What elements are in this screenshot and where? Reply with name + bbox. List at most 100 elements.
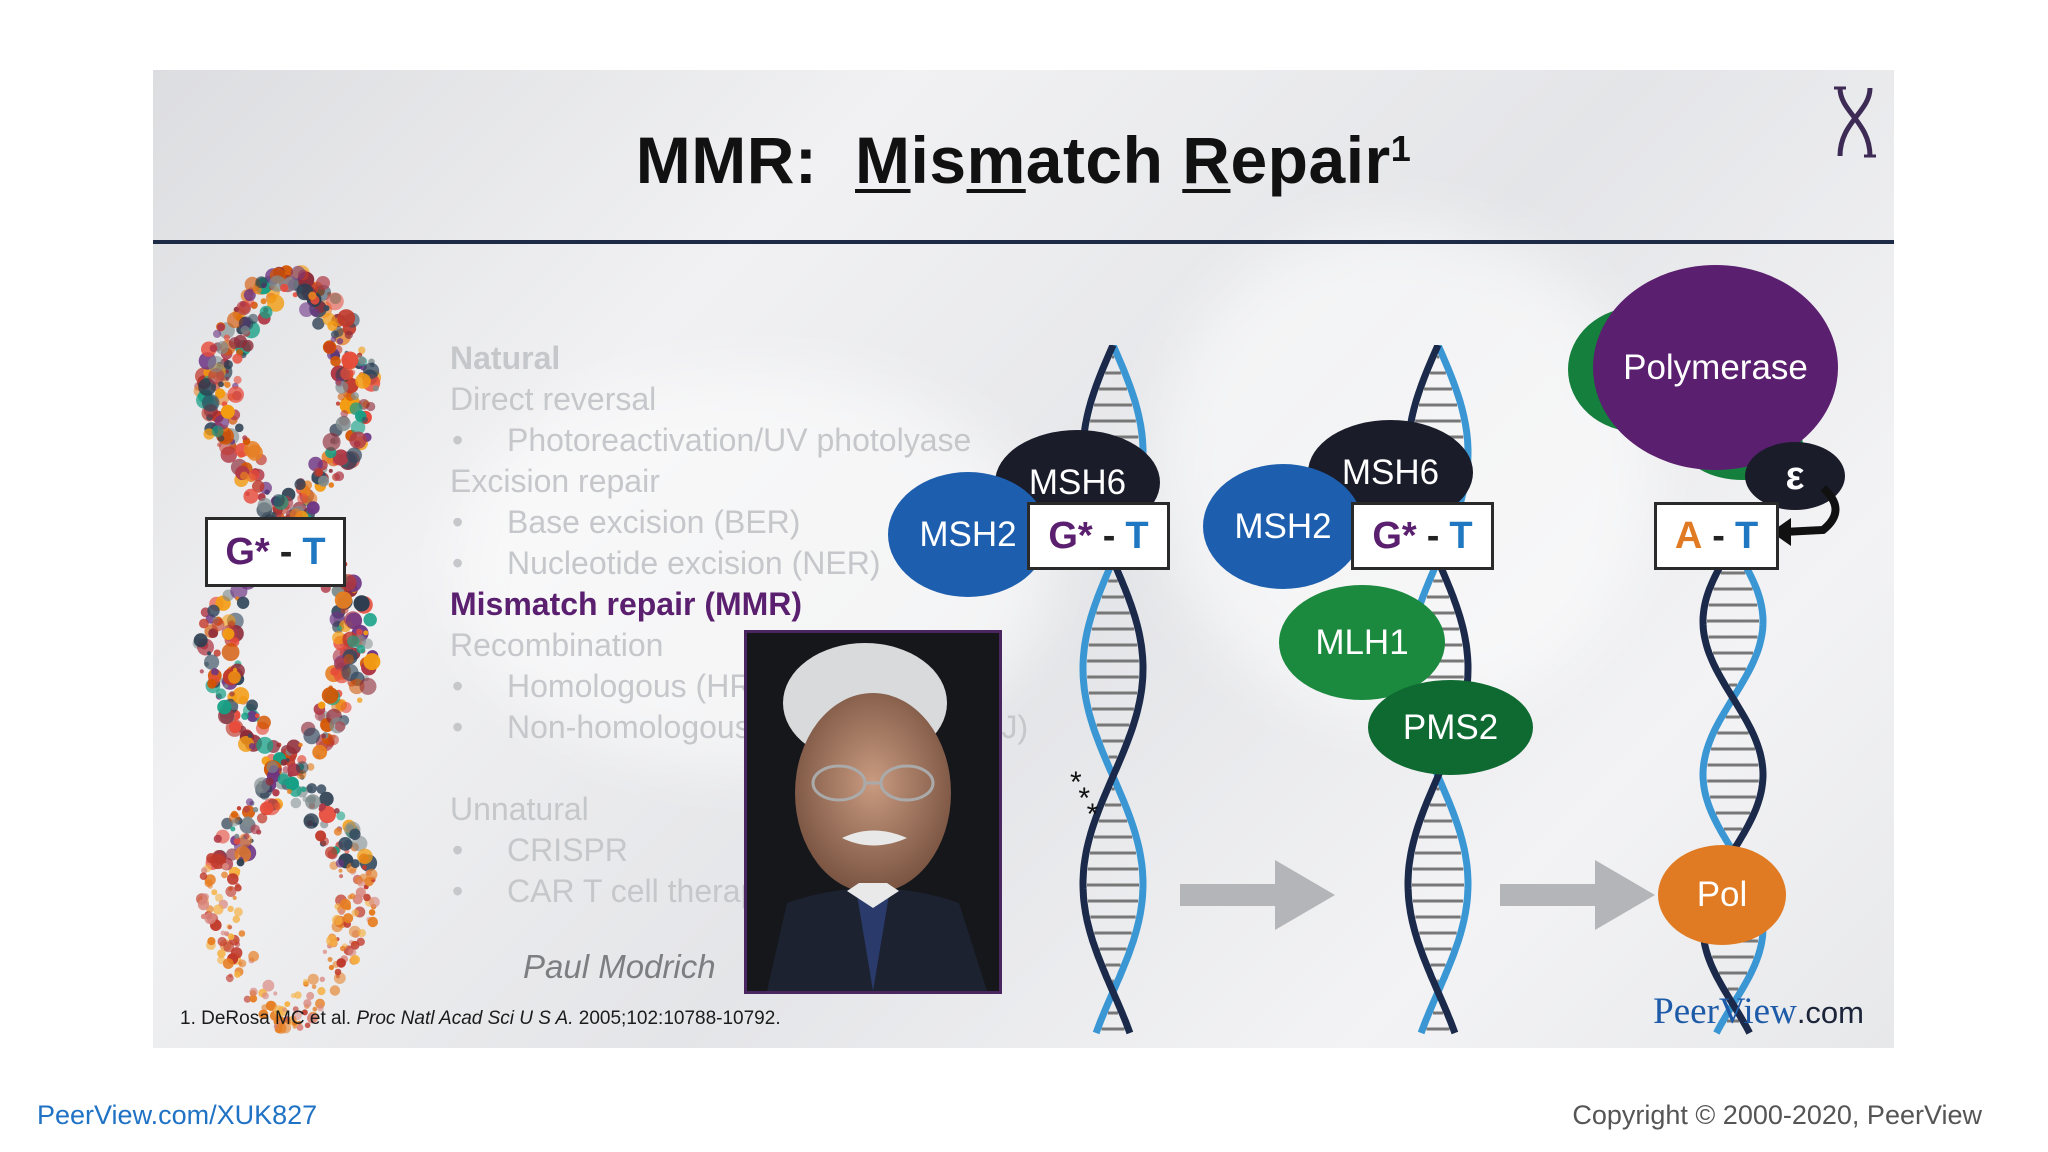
helix-dot xyxy=(207,355,225,373)
title-divider xyxy=(153,240,1894,244)
helix-dot xyxy=(311,984,317,990)
helix-dot xyxy=(201,867,208,874)
helix-dot xyxy=(231,818,239,827)
helix-dot xyxy=(334,591,353,609)
helix-dot xyxy=(250,824,260,835)
helix-dot xyxy=(318,701,326,709)
arrow-right-icon xyxy=(1180,860,1335,930)
helix-dot xyxy=(240,471,249,480)
helix-dot xyxy=(229,691,235,697)
helix-dot xyxy=(243,441,261,458)
helix-dot xyxy=(341,663,359,681)
helix-dot xyxy=(368,909,376,916)
helix-strand-navy xyxy=(1699,545,1767,1035)
helix-dot xyxy=(277,773,290,785)
helix-dot xyxy=(367,916,378,928)
helix-dot xyxy=(337,309,356,327)
helix-dot xyxy=(312,744,328,760)
dotted-dna-helix-image xyxy=(192,265,382,1034)
helix-dot xyxy=(249,994,258,1003)
helix-dot xyxy=(357,697,363,703)
helix-dot xyxy=(246,699,258,712)
step3-dna-helix xyxy=(1699,545,1767,1035)
helix-dot xyxy=(259,305,273,319)
helix-dot xyxy=(209,344,218,353)
helix-dot xyxy=(338,837,353,851)
helix-dot xyxy=(338,868,343,873)
helix-dot xyxy=(258,780,263,785)
helix-dot xyxy=(328,468,333,473)
helix-dot xyxy=(290,265,306,281)
helix-dot xyxy=(224,381,231,388)
helix-dot xyxy=(336,958,346,968)
helix-dot xyxy=(316,276,330,290)
helix-dot xyxy=(261,1004,269,1011)
helix-dot xyxy=(323,305,330,312)
helix-dot xyxy=(316,784,327,795)
helix-dot xyxy=(294,991,302,999)
helix-dot xyxy=(265,777,274,786)
helix-dot xyxy=(369,896,380,908)
helix-dot xyxy=(329,985,341,996)
helix-dot xyxy=(233,375,242,384)
list-item: •CRISPR xyxy=(452,832,628,868)
helix-dot xyxy=(318,806,324,812)
helix-dot xyxy=(280,283,289,293)
helix-dot xyxy=(211,889,218,896)
helix-dot xyxy=(325,846,338,859)
helix-dot xyxy=(233,334,247,349)
helix-dot xyxy=(227,873,239,885)
helix-dot xyxy=(335,416,351,432)
helix-dot xyxy=(242,816,254,827)
photo-caption: Paul Modrich xyxy=(523,948,716,985)
helix-dot xyxy=(327,320,338,331)
helix-dot xyxy=(240,301,246,307)
helix-dot xyxy=(308,291,317,300)
footer-url-link[interactable]: PeerView.com/XUK827 xyxy=(37,1100,318,1130)
helix-dot xyxy=(256,736,274,754)
helix-dot xyxy=(287,789,292,794)
helix-dot xyxy=(328,734,339,746)
helix-dot xyxy=(252,480,265,493)
helix-dot xyxy=(289,784,302,797)
slide-title: MMR: Mismatch Repair1 xyxy=(635,123,1412,197)
helix-dot xyxy=(350,859,360,869)
helix-dot xyxy=(351,909,359,917)
helix-dot xyxy=(207,651,212,656)
helix-dot xyxy=(343,913,354,924)
helix-dot xyxy=(218,381,224,388)
helix-dot xyxy=(243,289,256,301)
helix-dot xyxy=(207,604,220,617)
helix-dot xyxy=(243,488,259,504)
footer-copyright: Copyright © 2000-2020, PeerView xyxy=(1572,1100,1982,1130)
helix-dot xyxy=(243,833,250,840)
helix-dot xyxy=(303,813,319,829)
helix-strand-blue xyxy=(1699,545,1767,1035)
helix-dot xyxy=(223,360,233,370)
helix-dot xyxy=(349,431,367,449)
helix-dot xyxy=(366,401,376,412)
helix-dot xyxy=(240,325,250,335)
helix-dot xyxy=(302,978,309,986)
portrait-photo xyxy=(744,630,1002,994)
helix-dot xyxy=(234,971,241,978)
helix-dot xyxy=(248,743,256,750)
helix-dot xyxy=(327,957,333,962)
helix-dot xyxy=(330,330,339,339)
helix-dot xyxy=(234,941,241,948)
helix-dot xyxy=(336,338,344,345)
helix-dot xyxy=(243,995,251,1003)
helix-dot xyxy=(359,873,368,882)
helix-dot xyxy=(358,346,366,354)
helix-dot xyxy=(272,789,280,797)
helix-dot xyxy=(303,999,312,1008)
helix-dot xyxy=(306,1013,318,1024)
helix-dot xyxy=(232,667,238,673)
helix-dot xyxy=(306,795,317,805)
dna-logo-icon xyxy=(1834,86,1876,158)
helix-dot xyxy=(222,863,229,870)
helix-dot xyxy=(328,482,335,488)
helix-dot xyxy=(307,973,319,985)
helix-dot xyxy=(221,643,240,662)
helix-dot xyxy=(199,872,208,880)
